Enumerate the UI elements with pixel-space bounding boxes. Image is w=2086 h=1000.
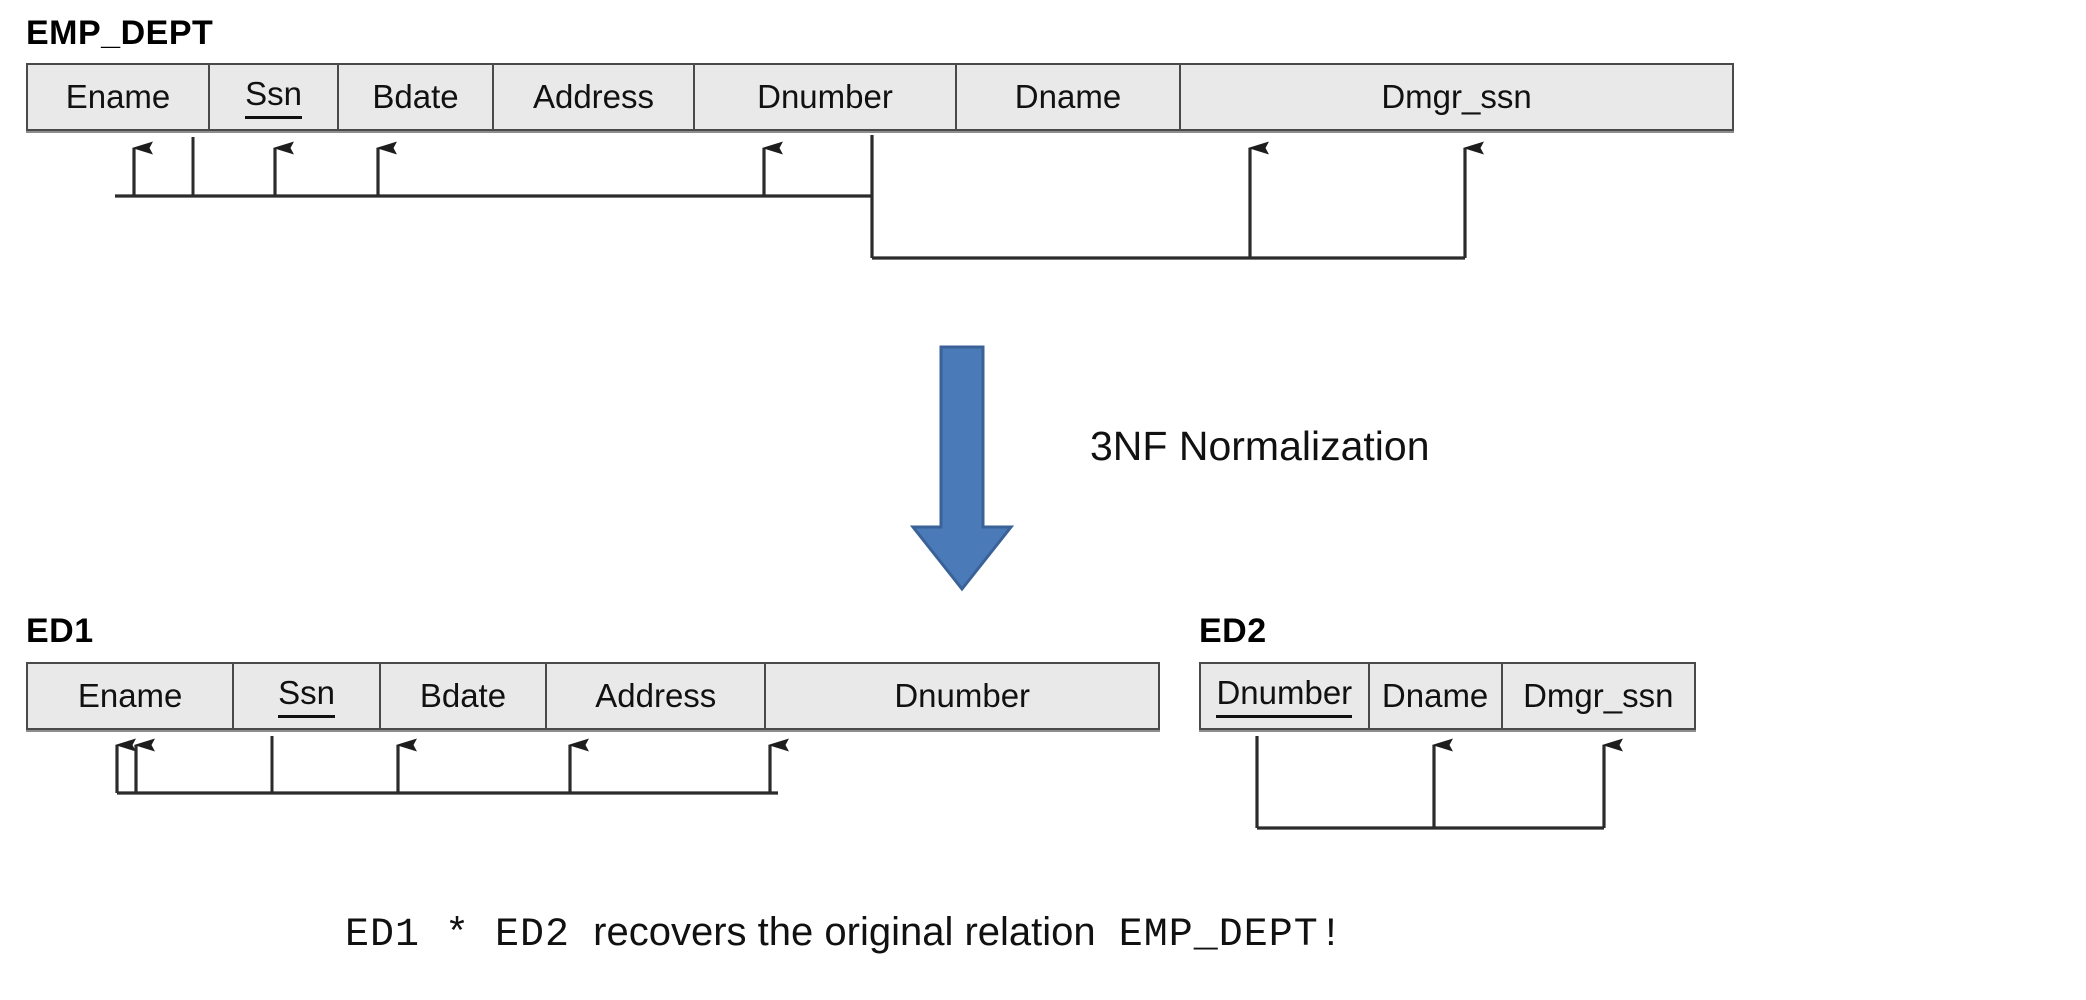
fd2-top (872, 141, 1484, 260)
attribute-cell-ename: Ename (28, 65, 210, 129)
fd1-top (115, 135, 874, 198)
attribute-cell-dmgr-ssn: Dmgr_ssn (1503, 664, 1694, 728)
attribute-label: Ssn (278, 674, 335, 718)
caption-expression: ED1 * ED2 (345, 913, 571, 958)
attribute-cell-dname: Dname (957, 65, 1181, 129)
caption-line: ED1 * ED2 recovers the original relation… (345, 910, 1344, 958)
fd2-ed2 (1255, 736, 1623, 830)
attribute-label: Dname (1014, 77, 1122, 115)
attribute-cell-dnumber: Dnumber (695, 65, 957, 129)
attribute-label: Address (532, 77, 655, 115)
attribute-label: Dname (1381, 676, 1489, 714)
attribute-label: Ename (77, 676, 183, 714)
relation-title-ed1: ED1 (26, 612, 94, 650)
attribute-label: Bdate (419, 676, 507, 714)
caption-relation-name: EMP_DEPT! (1118, 913, 1344, 958)
schema-table-emp-dept: Ename Ssn Bdate Address Dnumber Dname Dm… (26, 63, 1734, 131)
schema-table-ed2: Dnumber Dname Dmgr_ssn (1199, 662, 1696, 730)
attribute-label: Dnumber (757, 77, 893, 115)
fd1-ed1 (115, 738, 789, 795)
attribute-cell-dnumber: Dnumber (1201, 664, 1370, 728)
normalization-label: 3NF Normalization (1090, 423, 1430, 469)
attribute-cell-dmgr-ssn: Dmgr_ssn (1181, 65, 1732, 129)
attribute-cell-address: Address (494, 65, 695, 129)
attribute-cell-ssn: Ssn (234, 664, 381, 728)
down-arrow-icon (909, 345, 1015, 592)
attribute-cell-ssn: Ssn (210, 65, 339, 129)
relation-title-ed2: ED2 (1199, 612, 1267, 650)
schema-table-ed1: Ename Ssn Bdate Address Dnumber (26, 662, 1160, 730)
attribute-cell-dname: Dname (1370, 664, 1503, 728)
attribute-cell-bdate: Bdate (339, 65, 494, 129)
attribute-cell-dnumber: Dnumber (766, 664, 1158, 728)
attribute-label: Dnumber (1216, 674, 1353, 718)
attribute-cell-bdate: Bdate (381, 664, 548, 728)
relation-title-emp-dept: EMP_DEPT (26, 14, 214, 52)
attribute-label: Ssn (245, 75, 302, 119)
attribute-label: Address (595, 676, 717, 714)
attribute-cell-ename: Ename (28, 664, 235, 728)
attribute-label: Dmgr_ssn (1523, 676, 1674, 714)
caption-text: recovers the original relation (593, 910, 1096, 954)
attribute-label: Dmgr_ssn (1381, 77, 1532, 115)
attribute-label: Dnumber (894, 676, 1031, 714)
attribute-cell-address: Address (547, 664, 767, 728)
attribute-label: Bdate (372, 77, 459, 115)
attribute-label: Ename (65, 77, 171, 115)
